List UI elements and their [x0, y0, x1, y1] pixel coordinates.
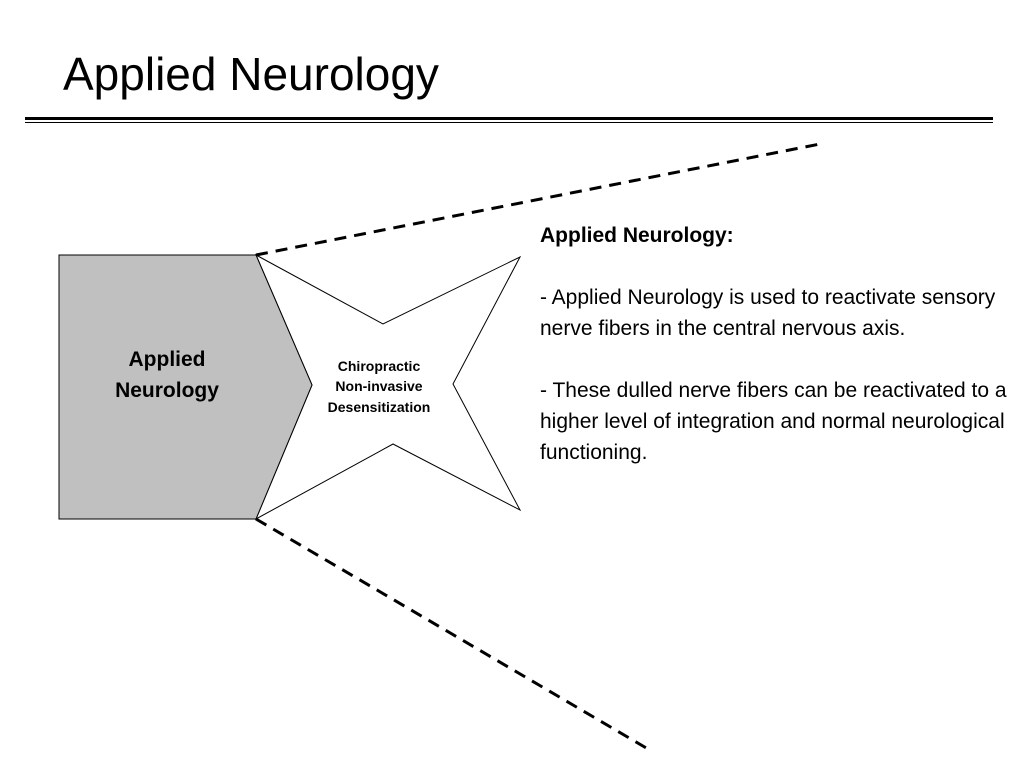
description-heading: Applied Neurology: — [540, 224, 734, 247]
description-panel: Applied Neurology: - Applied Neurology i… — [540, 220, 1020, 468]
description-bullet-1: - Applied Neurology is used to reactivat… — [540, 286, 996, 340]
star-label-line3: Desensitization — [328, 399, 431, 415]
star-label-line2: Non-invasive — [335, 378, 422, 394]
lower-dashed-line — [255, 517, 649, 751]
box-label-line1: Applied — [129, 348, 206, 371]
slide-title: Applied Neurology — [63, 48, 439, 100]
applied-neurology-box — [58, 254, 313, 520]
title-divider-thick — [25, 117, 993, 120]
star-label-line1: Chiropractic — [338, 358, 421, 374]
box-label-line2: Neurology — [115, 379, 219, 402]
upper-dashed-line — [255, 142, 821, 257]
description-bullet-2: - These dulled nerve fibers can be react… — [540, 379, 1007, 464]
title-divider-thin — [25, 122, 993, 123]
